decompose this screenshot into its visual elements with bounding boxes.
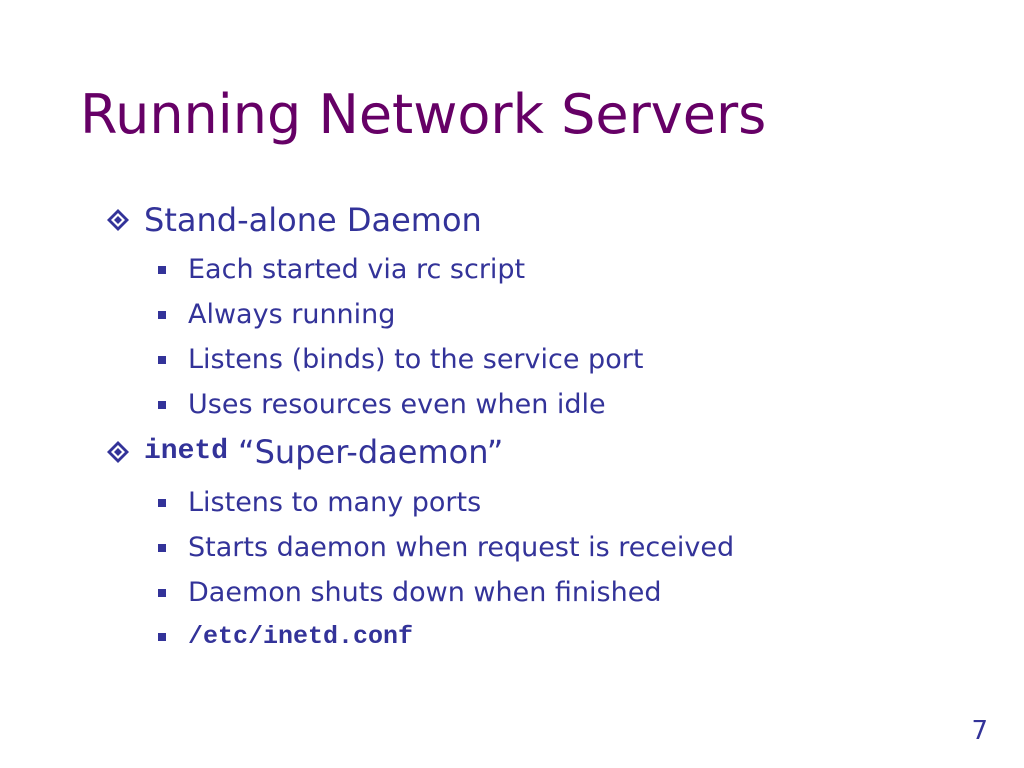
inetd-code: inetd bbox=[144, 436, 229, 467]
list-item-text: Listens (binds) to the service port bbox=[188, 344, 644, 375]
list-item: /etc/inetd.conf bbox=[158, 624, 413, 649]
list-item-text: Each started via rc script bbox=[188, 254, 526, 285]
list-item: Uses resources even when idle bbox=[158, 391, 606, 418]
list-item-text: Listens to many ports bbox=[188, 487, 482, 518]
bullet-text: Stand-alone Daemon bbox=[144, 201, 482, 239]
list-item: Listens (binds) to the service port bbox=[158, 346, 643, 373]
square-bullet-icon bbox=[158, 355, 166, 364]
diamond-icon bbox=[107, 209, 129, 231]
diamond-icon bbox=[107, 441, 129, 463]
list-item-text: Always running bbox=[188, 299, 396, 330]
bullet-inetd-super-daemon: inetd “Super-daemon” bbox=[106, 436, 503, 468]
list-item: Starts daemon when request is received bbox=[158, 534, 734, 561]
list-item: Always running bbox=[158, 301, 395, 328]
list-item: Daemon shuts down when finished bbox=[158, 579, 661, 606]
page-number: 7 bbox=[971, 716, 988, 746]
bullet-text: “Super-daemon” bbox=[238, 433, 504, 471]
list-item: Listens to many ports bbox=[158, 489, 481, 516]
list-item-text: Daemon shuts down when finished bbox=[188, 577, 662, 608]
square-bullet-icon bbox=[158, 588, 166, 597]
list-item-text: Uses resources even when idle bbox=[188, 389, 606, 420]
slide-title: Running Network Servers bbox=[80, 83, 767, 146]
square-bullet-icon bbox=[158, 632, 166, 641]
square-bullet-icon bbox=[158, 400, 166, 409]
bullet-stand-alone-daemon: Stand-alone Daemon bbox=[106, 204, 482, 236]
square-bullet-icon bbox=[158, 310, 166, 319]
list-item-text: Starts daemon when request is received bbox=[188, 532, 735, 563]
inetd-conf-path: /etc/inetd.conf bbox=[188, 622, 414, 651]
square-bullet-icon bbox=[158, 543, 166, 552]
square-bullet-icon bbox=[158, 265, 166, 274]
list-item: Each started via rc script bbox=[158, 256, 525, 283]
square-bullet-icon bbox=[158, 498, 166, 507]
